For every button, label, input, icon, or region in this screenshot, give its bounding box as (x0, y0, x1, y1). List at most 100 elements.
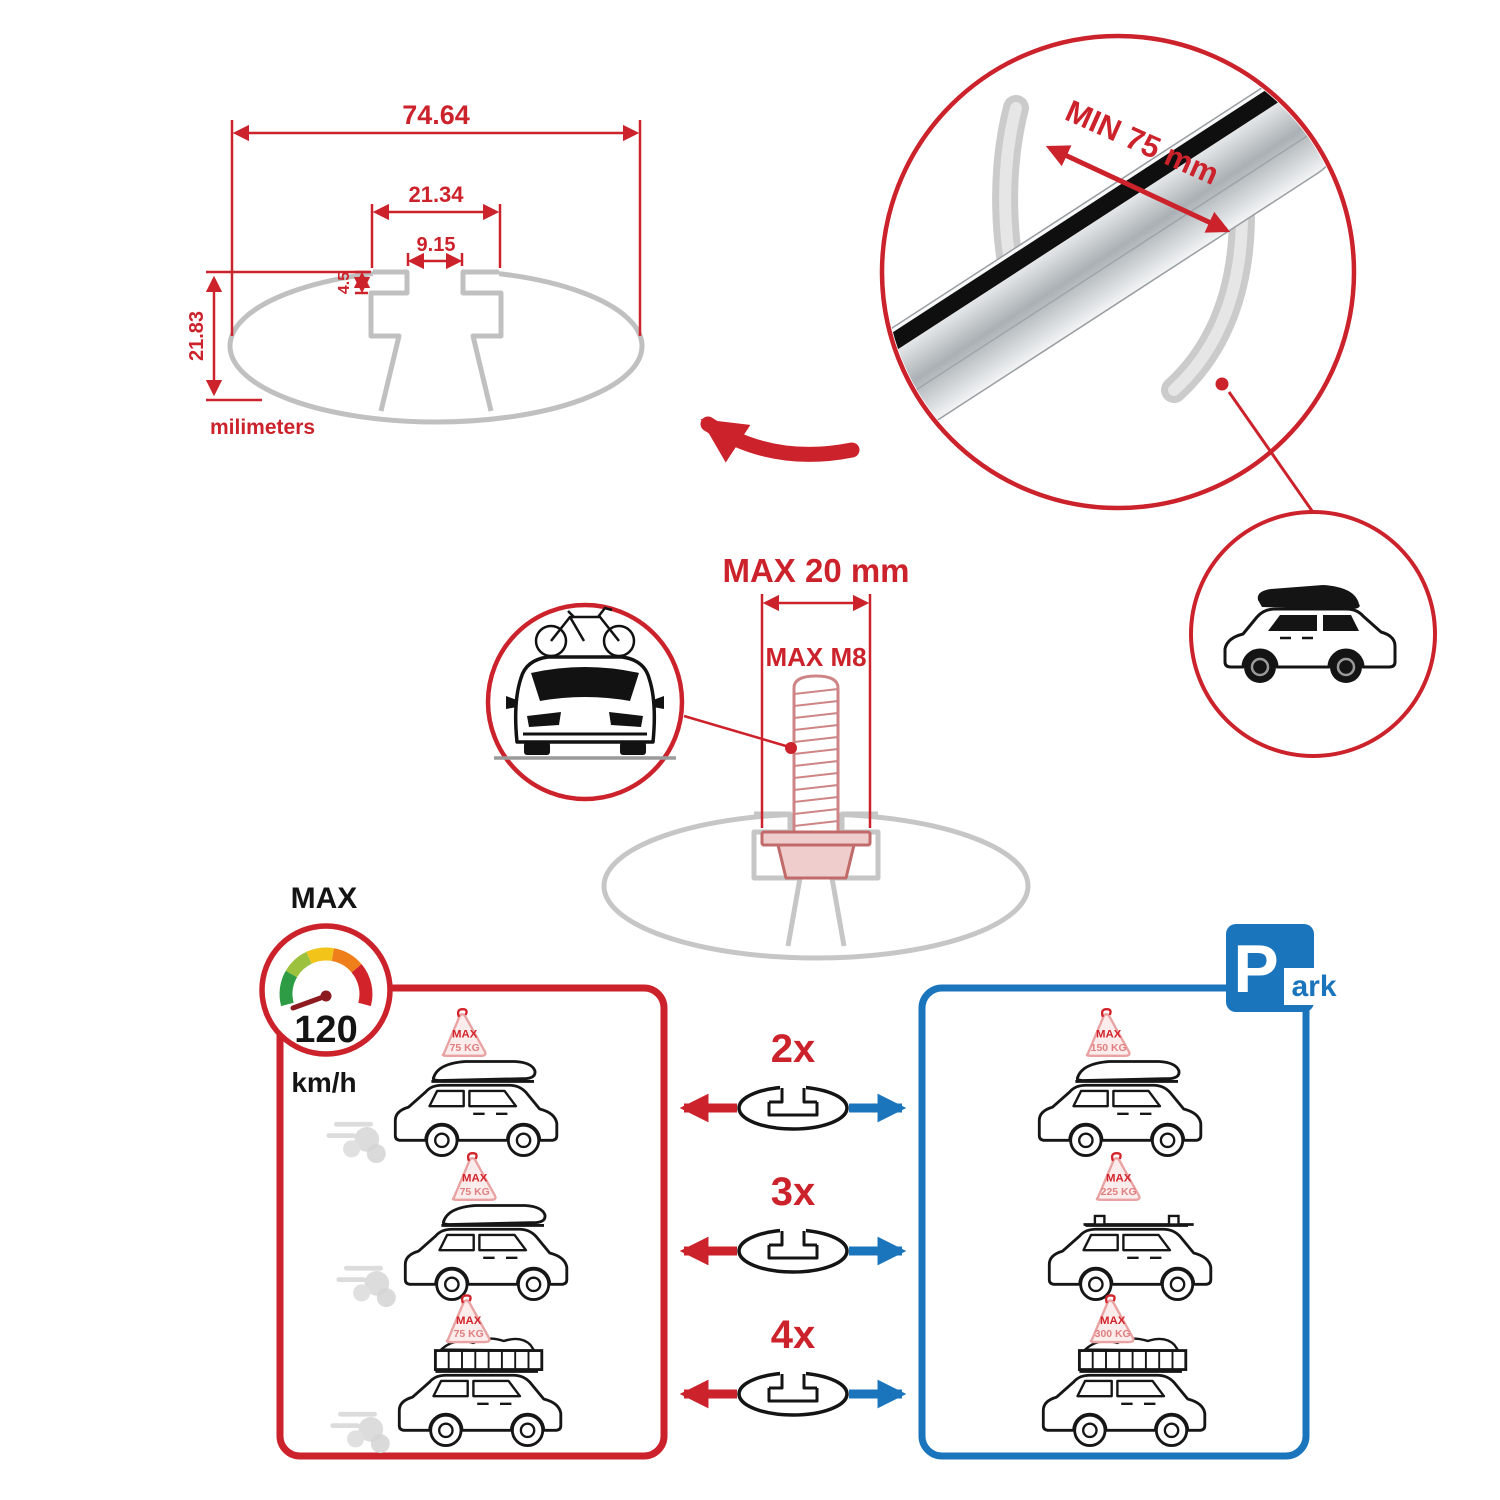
bar-profile-ellipse (227, 267, 645, 425)
bolt-diagram: MAX 20 mm MAX M8 (601, 552, 1031, 961)
slot-icon-3 (737, 1367, 849, 1417)
car-1-roof-box (431, 1060, 537, 1082)
car-windshield (531, 667, 639, 701)
badge-value: 75 KG (450, 1043, 480, 1054)
car-front-illustration (494, 655, 676, 760)
speed-title: MAX (291, 882, 358, 915)
parking-letter: P (1233, 931, 1278, 1007)
slot-profile-right (460, 269, 504, 412)
car-6-roof-basket (1077, 1337, 1188, 1371)
speed-value: 120 (294, 1009, 357, 1051)
callout-line (1227, 391, 1319, 519)
bolt-max-width-label: MAX 20 mm (722, 552, 909, 589)
gauge-orange (331, 948, 362, 973)
parking-suffix: ark (1291, 970, 1336, 1003)
driving-car-3: MAX 75 KG (333, 1294, 561, 1453)
suv-wheel-front (1244, 651, 1276, 683)
load-badge: MAX 75 KG (441, 1008, 487, 1057)
zoom-out-arrow (700, 416, 860, 463)
badge-label: MAX (462, 1173, 488, 1185)
bar-seam (891, 122, 1328, 406)
car-3-roof-basket (433, 1337, 544, 1371)
dim-step-depth-label: 4.5 (336, 272, 353, 294)
gauge-yellowgreen (285, 951, 313, 978)
suv-illustration (1223, 585, 1397, 683)
bolt-collar (760, 830, 872, 847)
badge-curl (456, 1008, 468, 1018)
bolt-callout-line (683, 714, 787, 748)
driving-car-2: MAX 75 KG (339, 1152, 567, 1307)
gauge-needle (290, 993, 329, 1011)
badge-value: 150 KG (1091, 1043, 1127, 1054)
gauge-arcs (279, 947, 373, 1007)
badge-curl (460, 1294, 472, 1304)
parked-panel (918, 984, 1310, 1460)
row-connector-2: 3x (679, 1170, 907, 1274)
dim-height-label: 21.83 (186, 311, 208, 361)
bike-frame (550, 606, 620, 642)
bolt-t-head (776, 843, 856, 880)
badge-curl (1100, 1008, 1112, 1018)
dim-ext-slot (370, 204, 502, 268)
speedometer-circle (259, 923, 393, 1057)
car-4-roof-box (1075, 1060, 1181, 1082)
cross-section-diagram: 74.64 21.34 9.15 4.5 21.83 milimeters (186, 100, 860, 463)
bolt-max-thread-label: MAX M8 (765, 642, 866, 672)
suv-rim-rear (1336, 657, 1356, 677)
badge-label: MAX (1106, 1173, 1132, 1185)
dim-inner-width-label: 9.15 (417, 234, 456, 256)
badge-value: 75 KG (454, 1329, 484, 1340)
badge-label: MAX (1100, 1315, 1126, 1327)
bar-detail-circle: MIN 75 mm (879, 33, 1357, 519)
dim-ext-height (206, 270, 371, 402)
load-badge: MAX 225 KG (1095, 1152, 1141, 1201)
driving-car-1: MAX 75 KG (329, 1008, 557, 1163)
suv-windows (1268, 615, 1359, 631)
row-connector-3: 4x (679, 1313, 907, 1417)
slot-icon-2 (737, 1224, 849, 1274)
car-front-circle (485, 602, 685, 802)
badge-curl (1104, 1294, 1116, 1304)
suv-rim-front (1250, 657, 1270, 677)
load-badge: MAX 75 KG (451, 1152, 497, 1201)
badge-label: MAX (456, 1315, 482, 1327)
multiplier-2: 3x (771, 1170, 816, 1214)
dim-ext-total (230, 120, 642, 336)
speedometer: MAX 120 km/h (259, 882, 393, 1098)
parked-car-2: MAX 225 KG (1049, 1152, 1211, 1299)
dim-slot-width-label: 21.34 (408, 182, 464, 207)
car-wheel-right (620, 742, 646, 755)
suv-roofbox-circle (1189, 510, 1437, 758)
car-2-roof-box (441, 1204, 547, 1226)
badge-value: 225 KG (1101, 1187, 1137, 1198)
car-wheel-left (524, 742, 550, 755)
unit-label: milimeters (210, 416, 315, 439)
bolt-shaft (792, 674, 840, 836)
badge-value: 75 KG (460, 1187, 490, 1198)
load-badge: MAX 150 KG (1085, 1008, 1131, 1057)
multiplier-3: 4x (771, 1313, 816, 1357)
bolt-threads (793, 688, 839, 827)
badge-value: 300 KG (1095, 1329, 1131, 1340)
parking-sign: P ark (1226, 924, 1346, 1012)
parking-suffix-chip (1284, 968, 1346, 1005)
min-span-arrow (1045, 145, 1231, 233)
load-badge: MAX 75 KG (445, 1294, 491, 1344)
gauge-hub (320, 990, 332, 1002)
bolt-callout-dot (785, 742, 797, 754)
multiplier-1: 2x (771, 1027, 816, 1071)
slot-icon-1 (737, 1081, 849, 1131)
speed-unit: km/h (291, 1067, 356, 1098)
badge-curl (1110, 1152, 1122, 1162)
row-connector-1: 2x (679, 1027, 907, 1131)
parked-car-1: MAX 150 KG (1039, 1008, 1201, 1155)
gauge-green (279, 970, 298, 1007)
badge-label: MAX (1096, 1029, 1122, 1041)
callout-dot (1215, 377, 1229, 391)
car-headlights (527, 712, 643, 727)
suv-wheel-rear (1330, 651, 1362, 683)
slot-profile-left (368, 269, 410, 412)
suv-roof-box (1257, 585, 1360, 609)
